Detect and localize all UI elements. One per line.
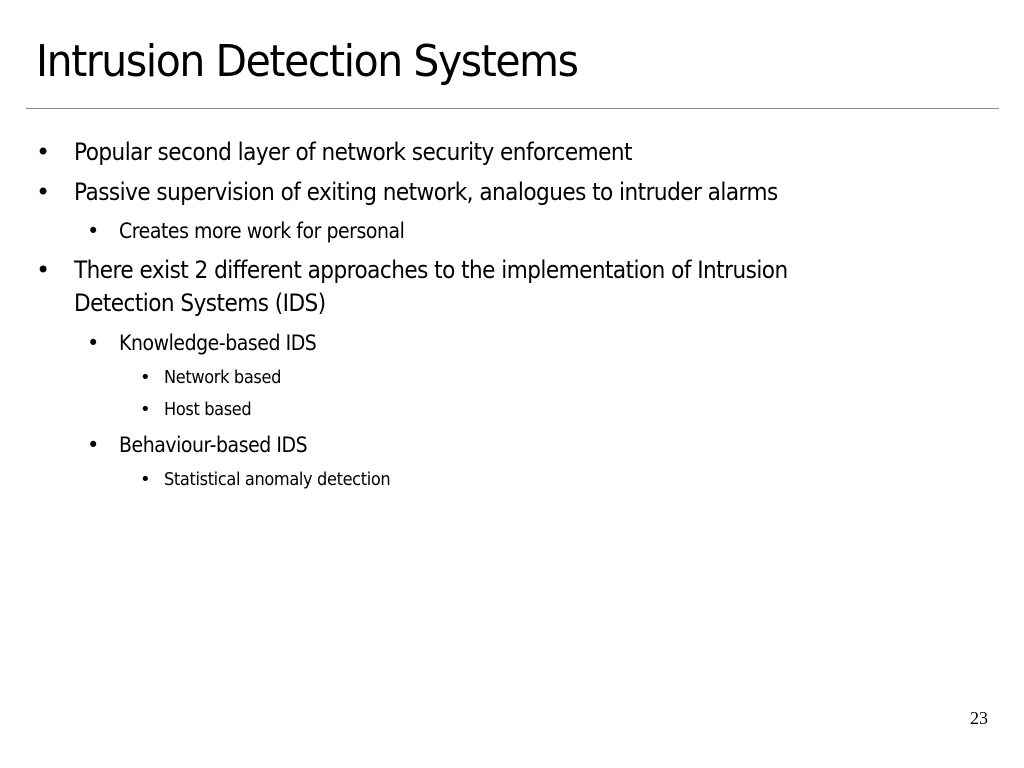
sub-sub-bullet-item: • Statistical anomaly detection bbox=[0, 468, 415, 492]
sub-sub-bullet-item: • Network based bbox=[0, 366, 294, 390]
bullet-marker: • bbox=[87, 219, 100, 243]
bullet-text: Popular second layer of network security… bbox=[74, 138, 633, 166]
bullet-text: Creates more work for personal bbox=[119, 219, 405, 243]
sub-sub-bullet-item: • Host based bbox=[0, 398, 261, 422]
bullet-marker: • bbox=[36, 138, 51, 166]
bullet-marker: • bbox=[36, 256, 51, 284]
bullet-text: Knowledge-based IDS bbox=[119, 331, 317, 355]
title-divider bbox=[26, 108, 999, 109]
sub-bullet-item: • Behaviour-based IDS bbox=[0, 431, 328, 459]
bullet-text: There exist 2 different approaches to th… bbox=[74, 256, 788, 284]
bullet-marker: • bbox=[36, 178, 51, 206]
bullet-marker: • bbox=[140, 367, 151, 388]
bullet-marker: • bbox=[87, 331, 100, 355]
slide-title: Intrusion Detection Systems bbox=[36, 36, 579, 87]
bullet-text: Passive supervision of exiting network, … bbox=[74, 178, 778, 206]
bullet-marker: • bbox=[87, 433, 100, 457]
bullet-text: Host based bbox=[164, 399, 252, 420]
bullet-marker: • bbox=[140, 469, 151, 490]
bullet-item: • Passive supervision of exiting network… bbox=[0, 176, 856, 208]
bullet-text: Behaviour-based IDS bbox=[119, 433, 308, 457]
bullet-item: • There exist 2 different approaches to … bbox=[0, 254, 867, 286]
bullet-marker: • bbox=[140, 399, 151, 420]
sub-bullet-item: • Knowledge-based IDS bbox=[0, 329, 338, 357]
bullet-text: Statistical anomaly detection bbox=[164, 469, 391, 490]
sub-bullet-item: • Creates more work for personal bbox=[0, 217, 436, 245]
bullet-item: • Popular second layer of network securi… bbox=[0, 136, 694, 168]
page-number: 23 bbox=[970, 708, 988, 728]
bullet-text: Detection Systems (IDS) bbox=[74, 289, 326, 317]
bullet-text: Network based bbox=[164, 367, 282, 388]
bullet-continuation: Detection Systems (IDS) bbox=[0, 287, 354, 319]
